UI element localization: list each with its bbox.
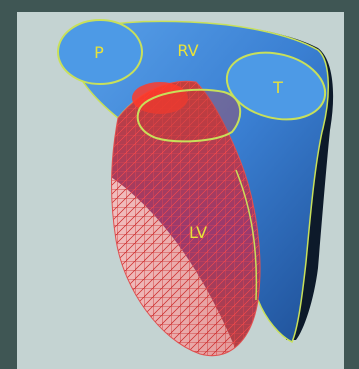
label-lv: LV (189, 223, 207, 242)
label-p: P (94, 43, 104, 62)
label-rv: RV (177, 41, 198, 60)
valve-ring (138, 90, 240, 142)
label-t: T (272, 78, 283, 97)
